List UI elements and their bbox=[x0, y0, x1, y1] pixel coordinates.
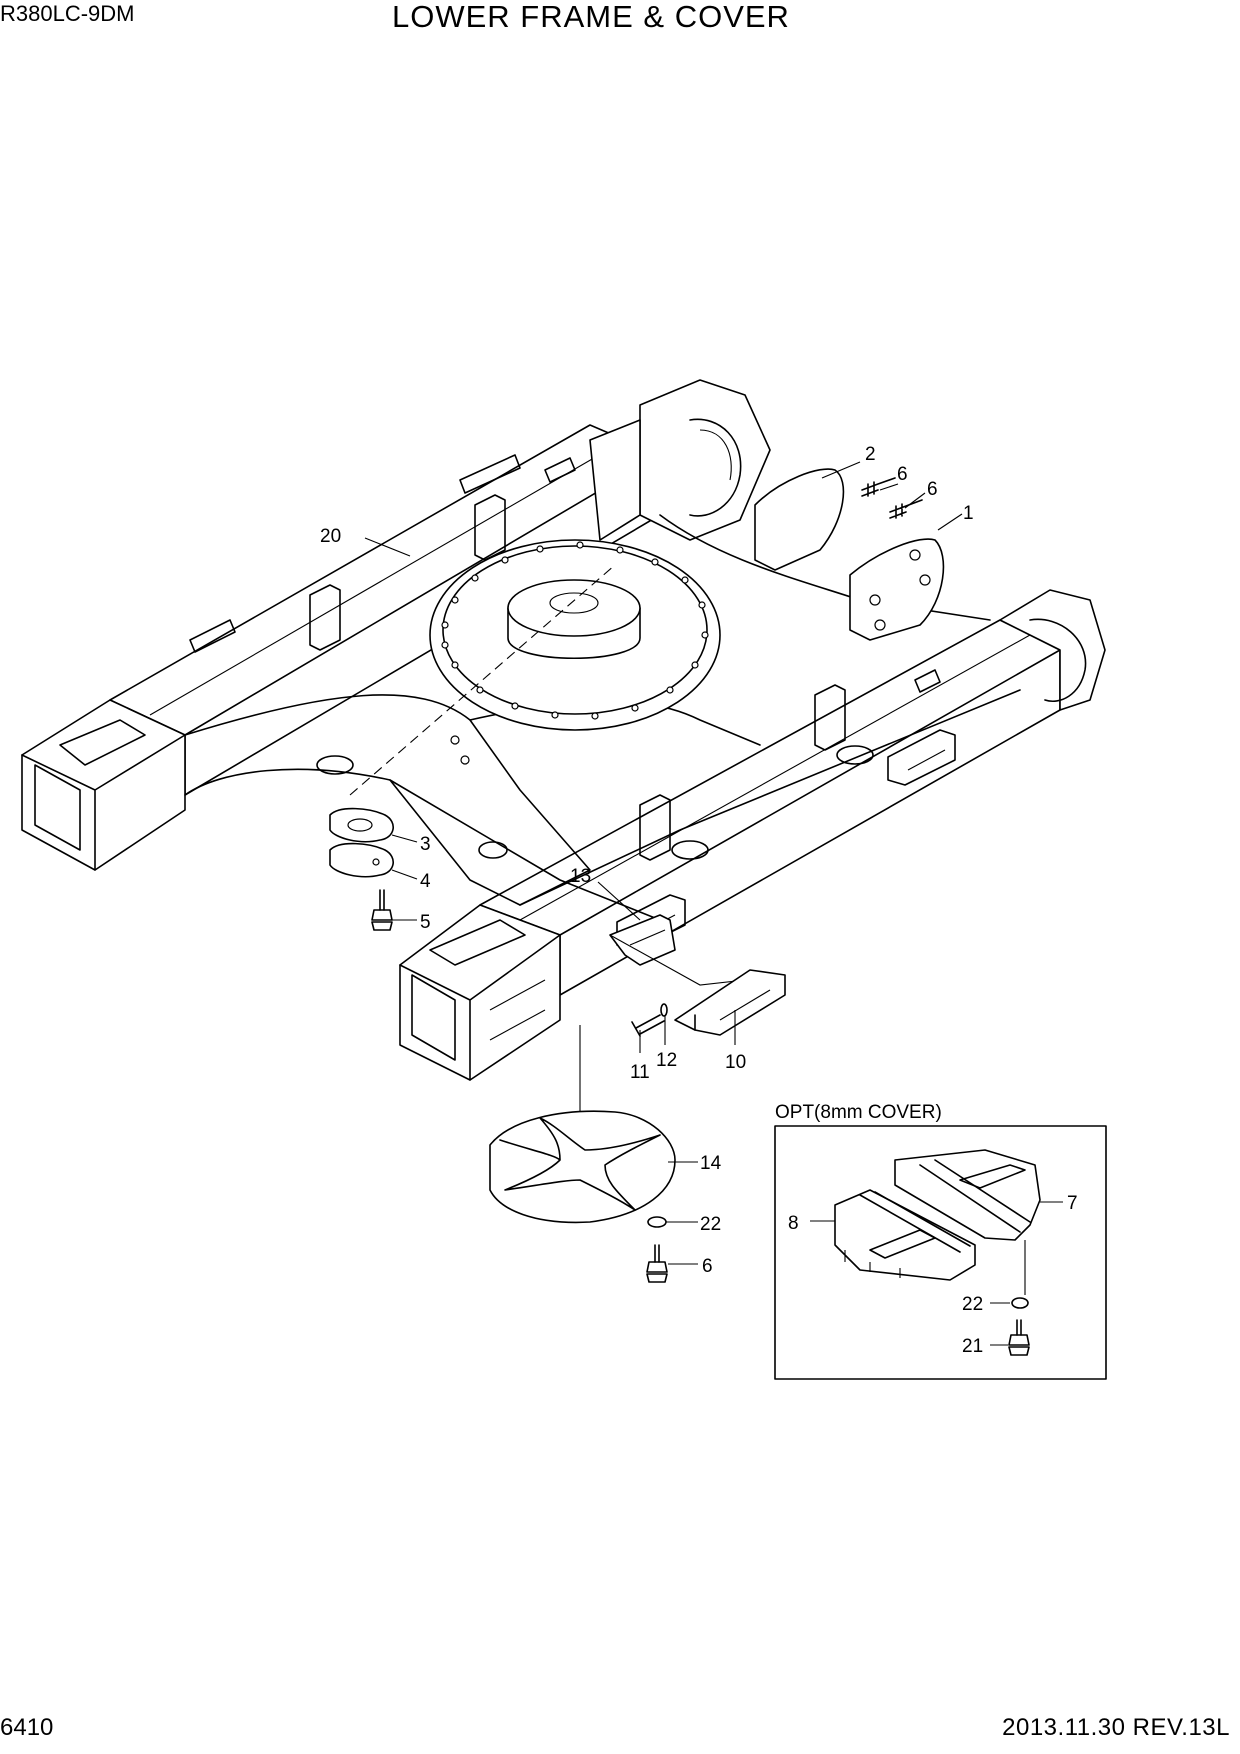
cover-8 bbox=[834, 1189, 976, 1281]
bolt-11-icon bbox=[631, 1014, 665, 1037]
callout-6c: 6 bbox=[702, 1256, 713, 1277]
option-box-label: OPT(8mm COVER) bbox=[775, 1102, 942, 1123]
bolt-circle bbox=[441, 541, 709, 720]
callout-10: 10 bbox=[725, 1052, 746, 1073]
callout-8: 8 bbox=[788, 1213, 799, 1234]
callout-11: 11 bbox=[630, 1062, 650, 1083]
bolt-5-icon bbox=[371, 889, 393, 931]
under-cover-14 bbox=[489, 1110, 676, 1224]
cover-1 bbox=[849, 538, 945, 641]
page-number: 6410 bbox=[0, 1714, 54, 1741]
callout-6b: 6 bbox=[927, 479, 938, 500]
callout-3: 3 bbox=[420, 834, 431, 855]
washer-22-icon-opt bbox=[1011, 1297, 1029, 1309]
centerline-3 bbox=[349, 564, 616, 796]
callout-14: 14 bbox=[700, 1153, 722, 1174]
cover-2 bbox=[754, 468, 845, 571]
callout-22b: 22 bbox=[962, 1294, 983, 1315]
bolt-21-icon bbox=[1008, 1319, 1030, 1356]
callout-22a: 22 bbox=[700, 1214, 721, 1235]
callout-12: 12 bbox=[656, 1050, 677, 1071]
callout-13: 13 bbox=[570, 866, 591, 887]
cover-7 bbox=[894, 1149, 1041, 1241]
lower-frame bbox=[21, 379, 1106, 1081]
callout-21: 21 bbox=[962, 1336, 983, 1357]
callout-2: 2 bbox=[865, 444, 876, 465]
shim-4 bbox=[329, 842, 394, 878]
bracket-13 bbox=[609, 914, 676, 966]
callout-5: 5 bbox=[420, 912, 431, 933]
washer-12-icon bbox=[660, 1003, 668, 1017]
step-10 bbox=[674, 969, 786, 1036]
callout-7: 7 bbox=[1067, 1193, 1078, 1214]
bolt-6-icon bbox=[646, 1244, 668, 1283]
washer-22-icon bbox=[647, 1216, 667, 1228]
plate-3 bbox=[329, 807, 394, 843]
callout-6a: 6 bbox=[897, 464, 908, 485]
model-number: R380LC-9DM bbox=[0, 1, 135, 26]
callout-4: 4 bbox=[420, 871, 431, 892]
callout-20: 20 bbox=[320, 526, 341, 547]
page-title: LOWER FRAME & COVER bbox=[392, 0, 790, 34]
leader-lines bbox=[364, 461, 963, 1265]
callout-labels: 20 2 6 6 1 3 4 5 13 11 12 10 14 22 6 7 8… bbox=[320, 444, 1078, 1357]
option-box: OPT(8mm COVER) bbox=[774, 1102, 1107, 1380]
revision-date: 2013.11.30 REV.13L bbox=[1002, 1714, 1230, 1741]
callout-1: 1 bbox=[963, 503, 974, 524]
bolt-icon bbox=[861, 477, 923, 519]
